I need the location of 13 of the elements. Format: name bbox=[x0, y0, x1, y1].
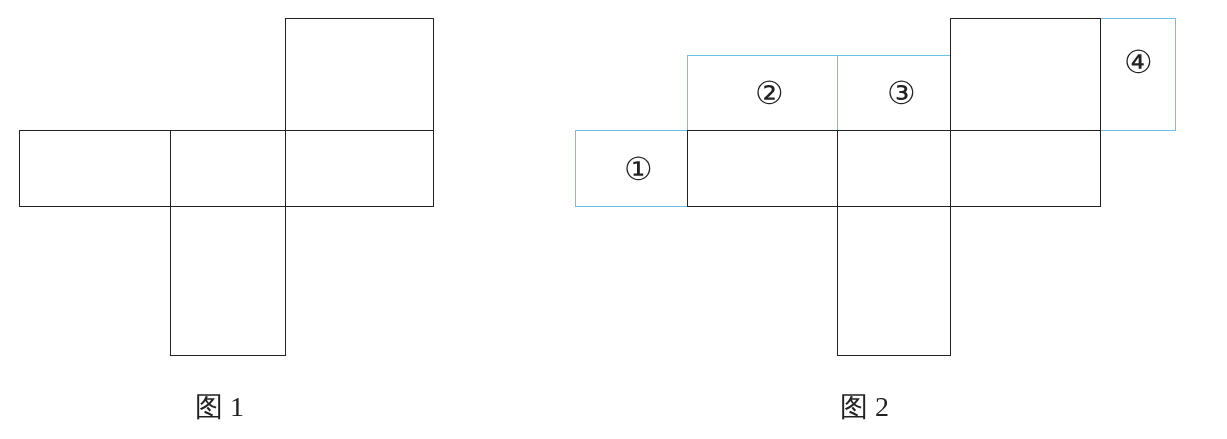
numbered-face: ① bbox=[575, 130, 688, 207]
numbered-face: ② bbox=[687, 55, 838, 131]
rectangle-face bbox=[950, 18, 1101, 131]
rectangle-face bbox=[285, 130, 434, 207]
rectangle-face bbox=[170, 206, 286, 356]
figure-caption: 图 1 bbox=[195, 390, 244, 424]
rectangle-face bbox=[19, 130, 171, 207]
rectangle-face bbox=[687, 130, 838, 207]
rectangle-face bbox=[285, 18, 434, 131]
numbered-face: ④ bbox=[1100, 18, 1176, 131]
rectangle-face bbox=[837, 206, 951, 356]
figure-caption: 图 2 bbox=[840, 390, 889, 424]
rectangle-face bbox=[950, 130, 1101, 207]
